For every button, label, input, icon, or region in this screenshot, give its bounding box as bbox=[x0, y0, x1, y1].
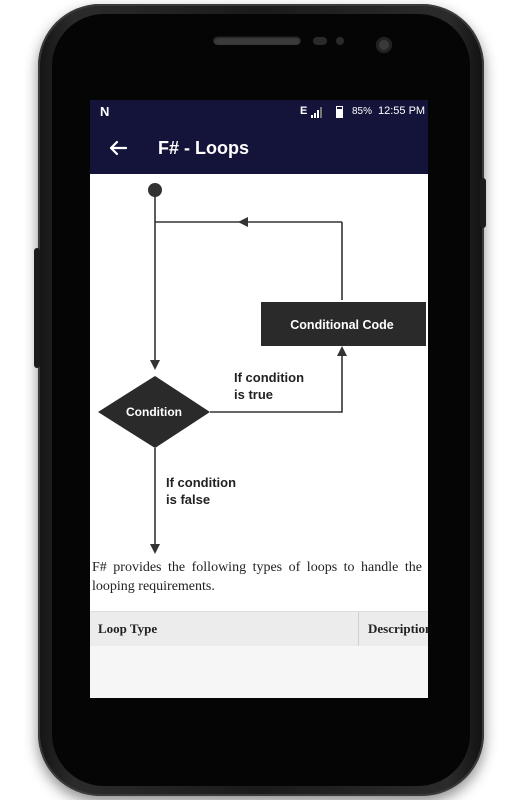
intro-paragraph: F# provides the following types of loops… bbox=[92, 560, 422, 594]
power-button bbox=[34, 248, 40, 368]
screen: N E 85% 12:55 PM F# - Loops Conditional … bbox=[90, 100, 428, 698]
clock: 12:55 PM bbox=[378, 105, 426, 117]
page-title: F# - Loops bbox=[158, 138, 249, 158]
true-label-line1: If condition bbox=[234, 370, 304, 385]
conditional-code-box bbox=[261, 302, 426, 346]
speaker-grille bbox=[213, 36, 301, 45]
condition-diamond bbox=[98, 376, 210, 448]
column-header-description: Description bbox=[368, 621, 428, 636]
status-bar: N E 85% 12:55 PM bbox=[90, 100, 428, 124]
notification-icon: N bbox=[100, 104, 110, 119]
table-header-row: Loop Type Description bbox=[90, 611, 428, 647]
false-label-line1: If condition bbox=[166, 475, 236, 490]
battery-icon bbox=[336, 106, 343, 118]
conditional-code-label: Conditional Code bbox=[290, 318, 394, 332]
light-sensor bbox=[336, 37, 344, 45]
condition-label: Condition bbox=[126, 405, 182, 419]
network-type: E bbox=[300, 105, 308, 117]
table-body bbox=[90, 646, 428, 698]
loop-flowchart: Conditional Code Condition If condition … bbox=[98, 183, 426, 554]
back-arrow-icon[interactable] bbox=[104, 134, 132, 162]
front-camera bbox=[376, 37, 392, 53]
column-divider bbox=[358, 612, 359, 646]
battery-percent: 85% bbox=[352, 106, 373, 117]
true-label-line2: is true bbox=[234, 387, 273, 402]
false-label-line2: is false bbox=[166, 492, 210, 507]
column-header-loop-type: Loop Type bbox=[98, 621, 158, 636]
true-path bbox=[210, 346, 347, 413]
volume-button bbox=[480, 178, 486, 228]
app-bar: F# - Loops bbox=[90, 124, 428, 174]
proximity-sensor bbox=[313, 37, 327, 45]
signal-icon bbox=[311, 107, 322, 118]
